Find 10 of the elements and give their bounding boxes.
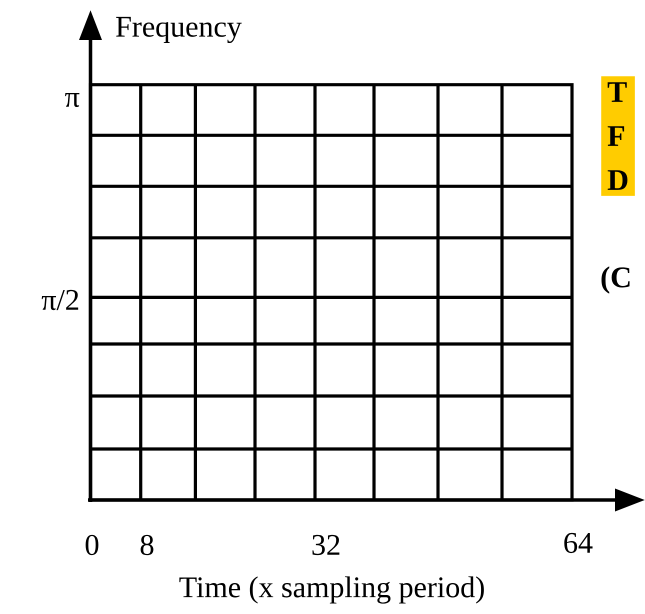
axis-label: Time (x sampling period) [179,576,484,604]
tick-label: 8 [140,534,154,556]
title-box: T F D [601,76,635,196]
tick-label: π [65,92,80,108]
tick-label: 32 [312,534,340,556]
tick-label: 0 [86,534,98,556]
heading-text: (C [602,266,630,294]
tick-label: π/2 [42,290,78,310]
axis-label: Frequency [116,16,242,44]
tick-label: 64 [564,532,593,554]
